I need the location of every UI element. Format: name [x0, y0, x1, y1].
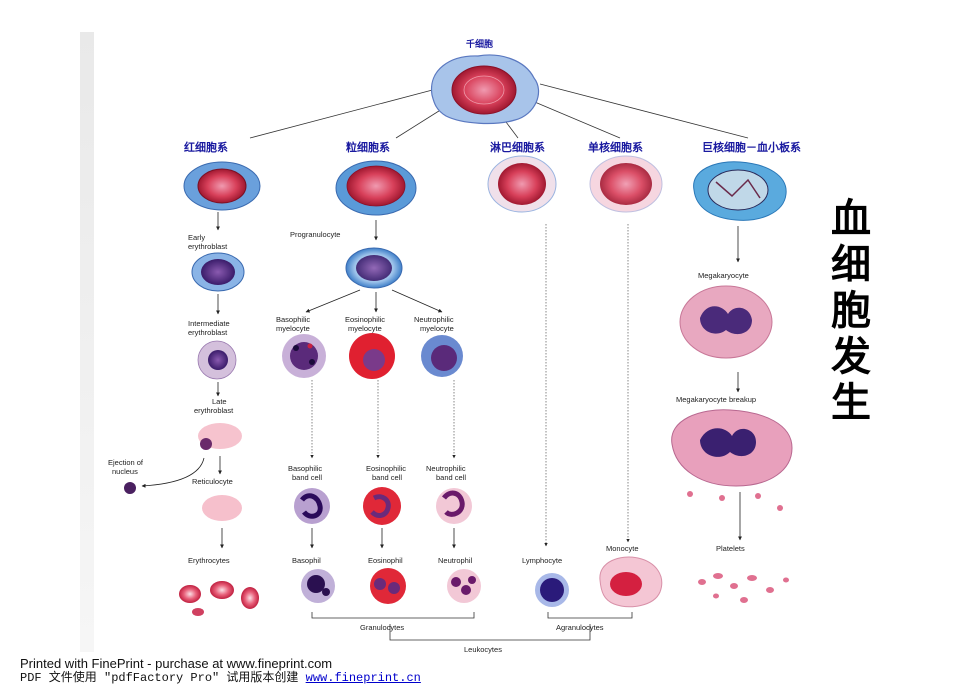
neutrophilic-myelocyte-cell	[421, 335, 463, 377]
lymphocyte-cell	[535, 573, 569, 607]
intermediate-erythroblast-label-2: erythroblast	[188, 328, 228, 337]
erythrocytes-label: Erythrocytes	[188, 556, 230, 565]
late-erythroblast-cell	[198, 423, 242, 450]
basophilic-band-label-2: band cell	[292, 473, 322, 482]
platelets-cells	[698, 573, 789, 603]
arrow-ejection	[141, 457, 205, 488]
side-title: 血 细 胞 发 生	[826, 196, 876, 426]
footer-fineprint: Printed with FinePrint - purchase at www…	[20, 656, 333, 671]
progranulocyte-cell	[345, 247, 403, 289]
reticulocyte-label: Reticulocyte	[192, 477, 233, 486]
side-title-char-2: 细	[831, 242, 871, 288]
footer-link[interactable]: www.fineprint.cn	[305, 671, 421, 685]
footer-pdffactory-text: PDF 文件使用 "pdfFactory Pro" 试用版本创建	[20, 671, 306, 685]
neutrophilic-band-label-1: Neutrophilic	[426, 464, 466, 473]
megakaryocyte-breakup-label: Megakaryocyte breakup	[676, 395, 756, 404]
gran-dotted-arrows-1	[310, 380, 456, 459]
eosinophil-label: Eosinophil	[368, 556, 403, 565]
gran-arrows-2	[310, 528, 456, 549]
progranulocyte-label: Progranulocyte	[290, 230, 340, 239]
stem-cell-connectors	[249, 83, 749, 139]
monocyte-label: Monocyte	[606, 544, 639, 553]
proerythroblast-cell	[183, 161, 261, 211]
reticulocyte-cell	[202, 495, 242, 521]
lymphocyte-label: Lymphocyte	[522, 556, 562, 565]
ejected-nucleus	[124, 482, 136, 494]
lineage-lymphoid-label: 淋巴细胞系	[490, 140, 545, 154]
eosinophil-cell	[370, 568, 406, 604]
early-erythroblast-label-2: erythroblast	[188, 242, 228, 251]
neutrophilic-band-label-2: band cell	[436, 473, 466, 482]
megakaryocyte-breakup-cell	[671, 409, 793, 511]
basophilic-myelocyte-label-1: Basophilic	[276, 315, 310, 324]
early-erythroblast-label-1: Early	[188, 233, 205, 242]
eosinophilic-band-label-1: Eosinophilic	[366, 464, 406, 473]
late-erythroblast-label-1: Late	[212, 397, 227, 406]
neutrophilic-myelocyte-label-2: myelocyte	[420, 324, 454, 333]
gran-branch-arrows	[305, 289, 443, 313]
ejection-label-1: Ejection of	[108, 458, 144, 467]
stem-cell	[431, 54, 540, 125]
early-erythroblast-cell	[191, 252, 245, 292]
grouping-brackets	[311, 612, 633, 641]
monoblast-cell	[589, 155, 663, 213]
neutrophilic-band-cell	[436, 488, 472, 524]
side-title-char-3: 胞	[831, 288, 871, 334]
erythrocytes-cells	[179, 581, 259, 616]
basophilic-myelocyte-label-2: myelocyte	[276, 324, 310, 333]
megakaryocyte-cell	[679, 285, 773, 359]
platelets-label: Platelets	[716, 544, 745, 553]
footer-pdffactory: PDF 文件使用 "pdfFactory Pro" 试用版本创建 www.fin…	[20, 668, 421, 685]
late-erythroblast-label-2: erythroblast	[194, 406, 234, 415]
leukocytes-label: Leukocytes	[464, 645, 502, 654]
eosinophilic-myelocyte-label-2: myelocyte	[348, 324, 382, 333]
neutrophilic-myelocyte-label-1: Neutrophilic	[414, 315, 454, 324]
side-title-char-4: 发	[831, 334, 871, 380]
lineage-granulocytic-label: 粒细胞系	[346, 140, 390, 154]
eosinophilic-band-label-2: band cell	[372, 473, 402, 482]
eosinophilic-myelocyte-cell	[349, 333, 395, 379]
basophilic-band-cell	[294, 488, 330, 524]
neutrophil-cell	[447, 569, 481, 603]
left-margin-strip	[80, 32, 94, 652]
basophil-label: Basophil	[292, 556, 321, 565]
intermediate-erythroblast-label-1: Intermediate	[188, 319, 230, 328]
eosinophilic-band-cell	[363, 487, 401, 525]
eosinophilic-myelocyte-label-1: Eosinophilic	[345, 315, 385, 324]
intermediate-erythroblast-cell	[197, 340, 237, 380]
basophilic-band-label-1: Basophilic	[288, 464, 322, 473]
ejection-label-2: nucleus	[112, 467, 138, 476]
neutrophil-label: Neutrophil	[438, 556, 473, 565]
granulocytes-label: Granulocytes	[360, 623, 404, 632]
monocyte-cell	[599, 556, 663, 608]
megakaryoblast-cell	[693, 161, 787, 221]
megakaryocyte-label: Megakaryocyte	[698, 271, 749, 280]
myeloblast-cell	[335, 160, 417, 216]
lineage-megakaryocytic-label: 巨核细胞－血小板系	[702, 140, 801, 154]
lineage-erythroid-label: 红细胞系	[184, 140, 228, 154]
agranulocytes-label: Agranulocytes	[556, 623, 604, 632]
basophil-cell	[301, 569, 335, 603]
lineage-monocytic-label: 单核细胞系	[588, 140, 643, 154]
side-title-char-1: 血	[831, 196, 871, 242]
basophilic-myelocyte-cell	[282, 334, 326, 378]
stem-cell-label: 千细胞	[466, 38, 493, 50]
lymphoblast-cell	[487, 155, 557, 213]
side-title-char-5: 生	[831, 380, 871, 426]
